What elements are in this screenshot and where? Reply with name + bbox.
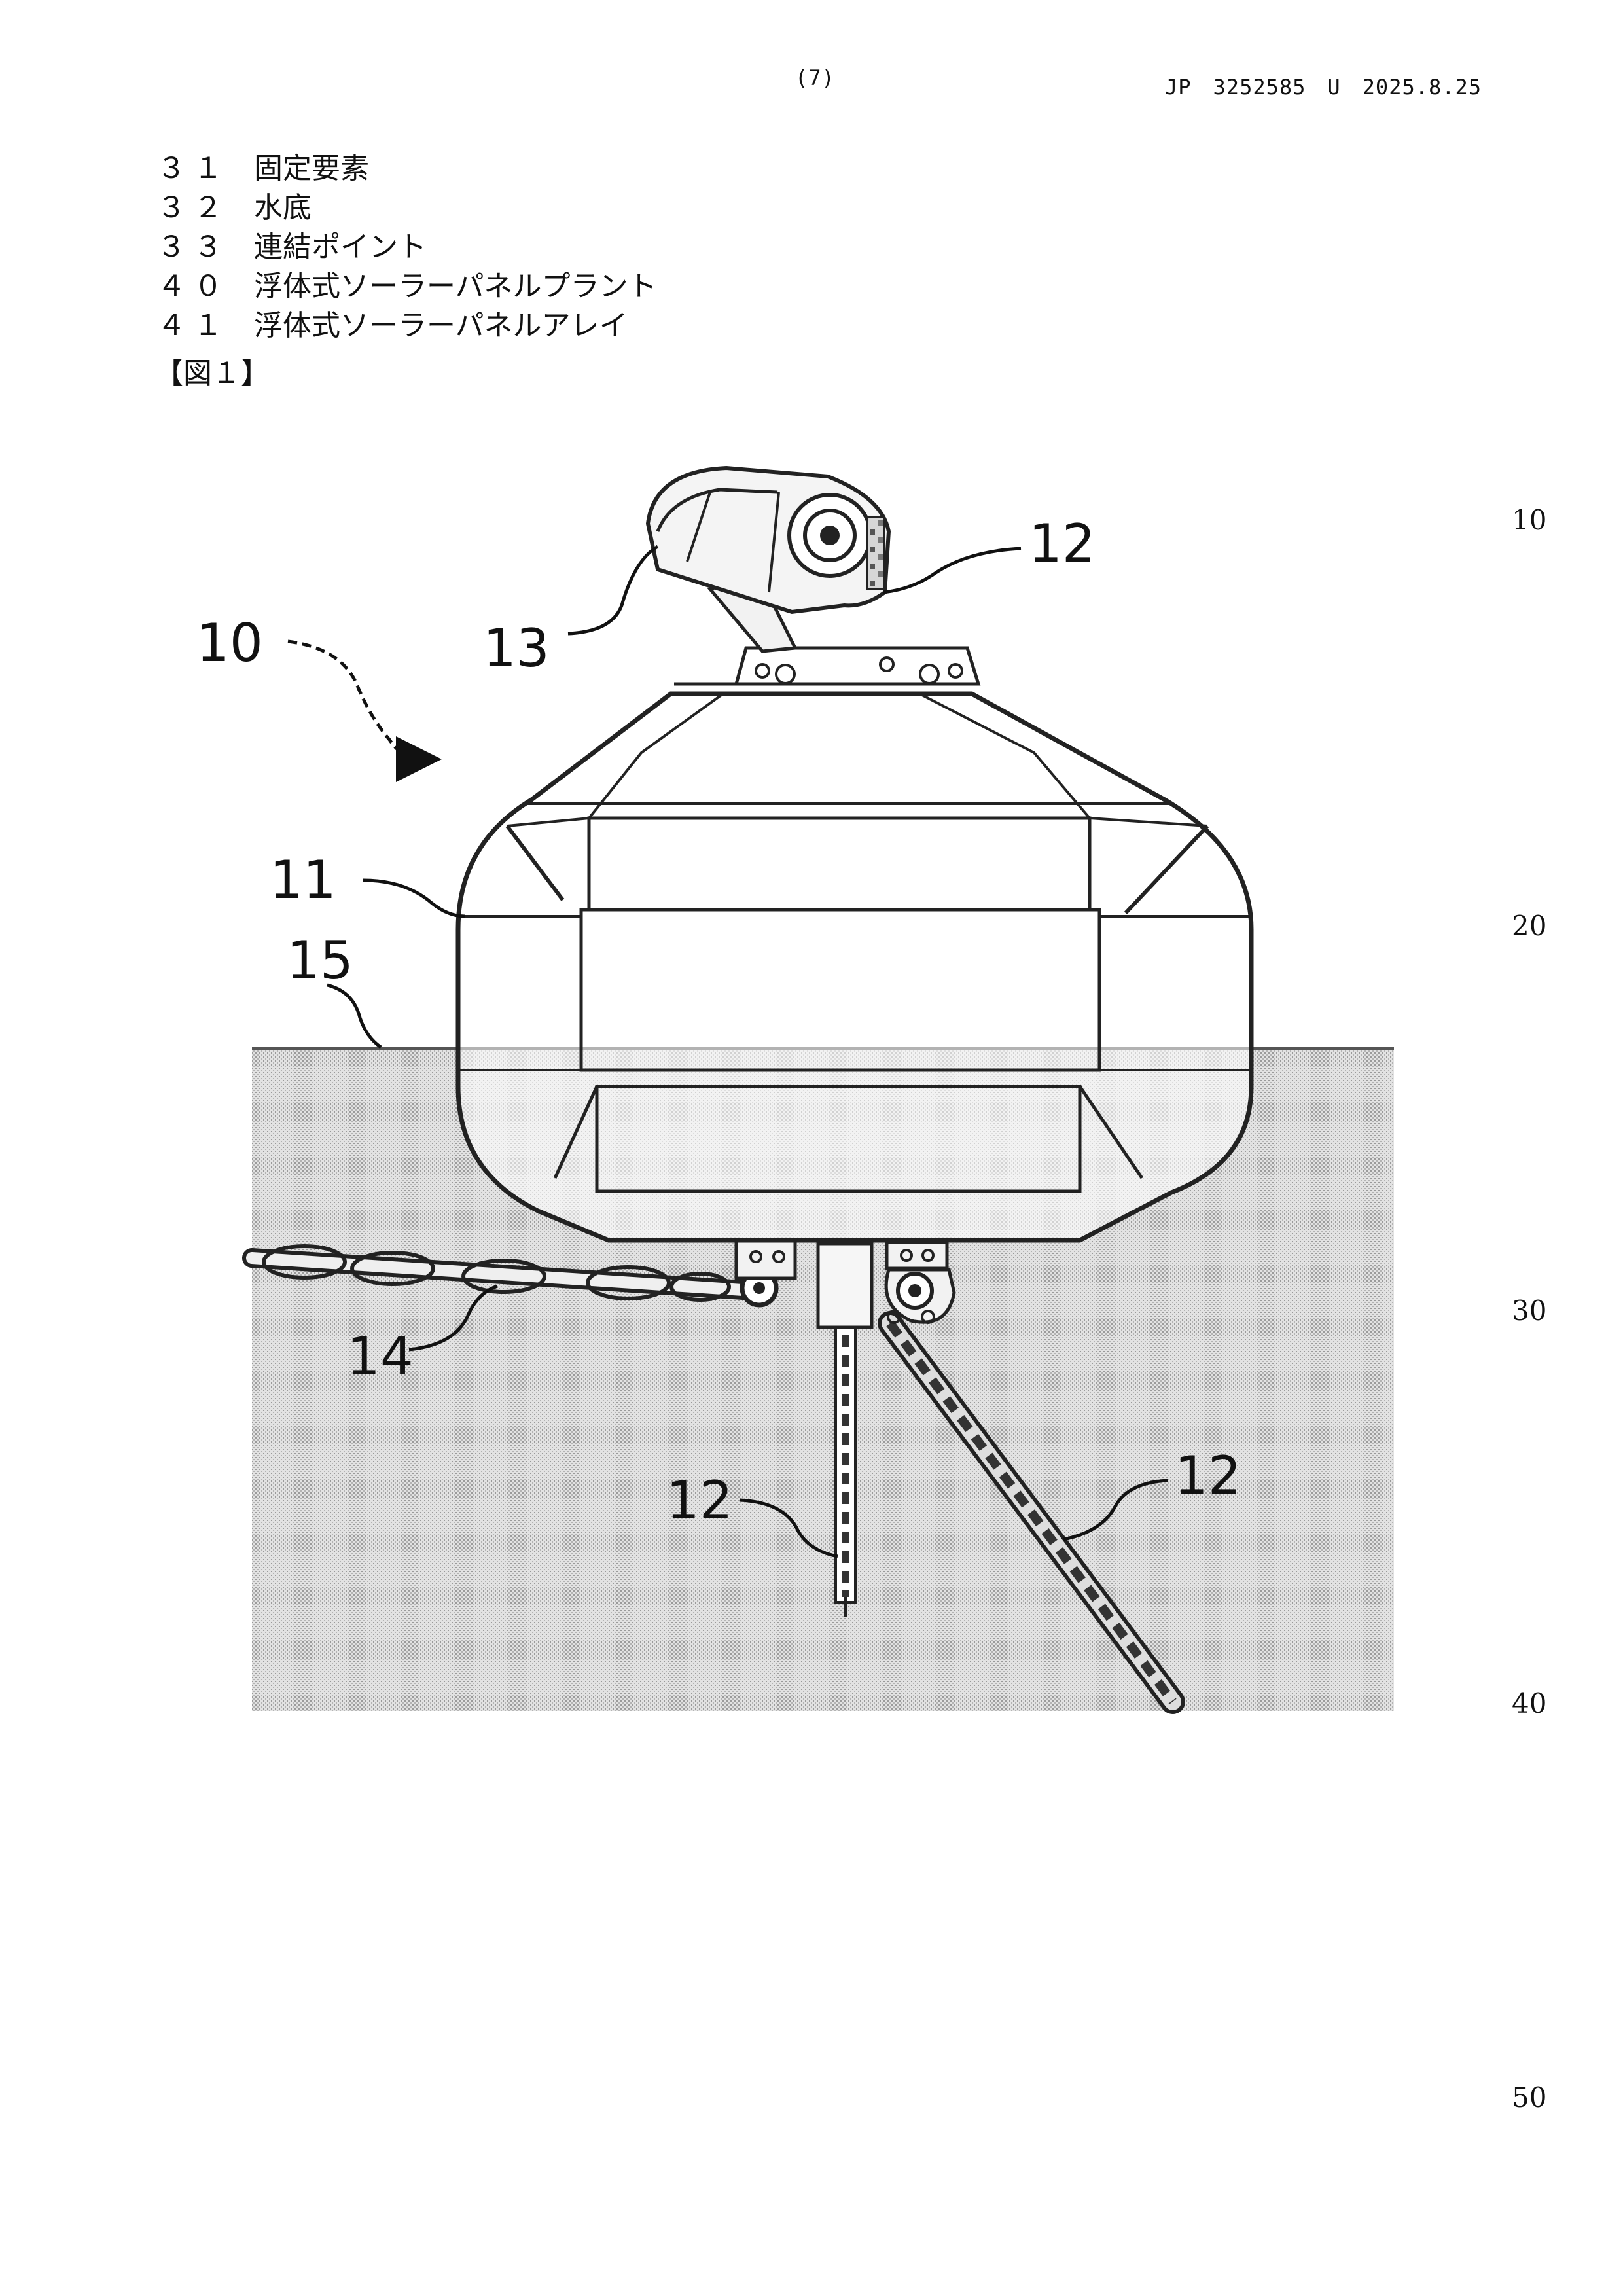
callout-13: 13 — [483, 618, 550, 679]
callout-14: 14 — [347, 1326, 414, 1387]
callout-12-right: 12 — [1175, 1445, 1241, 1506]
leader-12-top — [883, 548, 1021, 592]
leader-10 — [288, 641, 419, 759]
leader-11 — [363, 880, 465, 916]
callout-12-center: 12 — [666, 1470, 733, 1531]
callout-12-top: 12 — [1029, 513, 1096, 574]
buoy-hull — [458, 684, 1251, 1240]
mooring-chain-vertical — [836, 1327, 855, 1617]
fairlead-housing — [648, 468, 889, 612]
leader-13 — [568, 547, 658, 634]
callout-10: 10 — [196, 613, 263, 673]
callout-15: 15 — [287, 930, 353, 991]
leader-15 — [327, 985, 381, 1047]
callout-11: 11 — [270, 850, 336, 910]
